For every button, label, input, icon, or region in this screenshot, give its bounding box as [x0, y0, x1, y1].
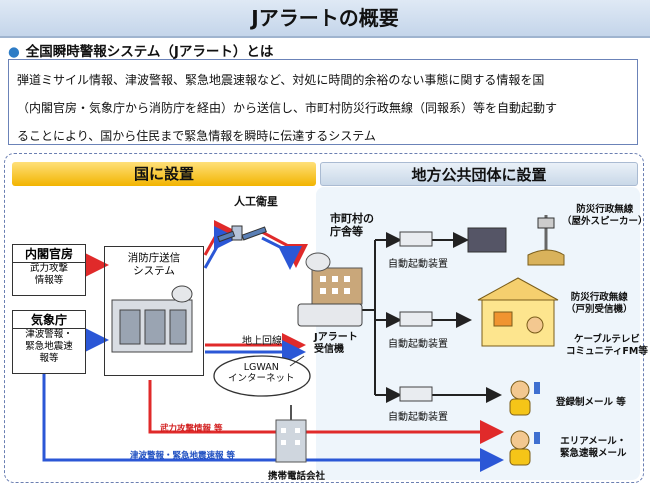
auto-start-label-2: 自動起動装置 — [388, 339, 448, 350]
city-hall-icon — [297, 252, 363, 327]
cabinet-secretariat-body: 武力攻撃 情報等 — [29, 263, 68, 286]
description-line-3: ることにより、国から住民まで緊急情報を瞬時に伝達するシステム — [17, 129, 376, 143]
cabinet-secretariat-box: 内閣官房 武力攻撃 情報等 — [12, 244, 86, 296]
person-phone-icons — [509, 380, 540, 466]
carrier-building-icon — [275, 405, 307, 463]
page-title: Jアラートの概要 — [0, 0, 650, 38]
local-band: 地方公共団体に設置 — [320, 162, 638, 186]
output-cable-tv: ケーブルテレビ コミュニティFM等 — [566, 334, 648, 357]
fdma-system-box: 消防庁送信 システム — [104, 246, 204, 376]
fdma-label: 消防庁送信 システム — [127, 252, 181, 277]
fdma-building-icon — [111, 285, 193, 353]
bullet-dot-icon: ● — [8, 44, 20, 60]
house-icon — [477, 277, 559, 347]
description-line-1: 弾道ミサイル情報、津波警報、緊急地震速報など、対処に時間的余裕のない事態に関する… — [17, 73, 545, 87]
outdoor-speaker-icon — [467, 215, 565, 266]
output-area-mail: エリアメール・ 緊急速報メール — [560, 436, 627, 459]
city-hall-label: 市町村の 庁舎等 — [330, 212, 374, 238]
description-line-2: （内閣官房・気象庁から消防庁を経由）から送信し、市町村防災行政無線（同報系）等を… — [17, 101, 558, 115]
auto-start-label-1: 自動起動装置 — [388, 259, 448, 270]
cabinet-secretariat-title: 内閣官房 — [13, 245, 85, 263]
auto-start-device-icons — [399, 231, 433, 402]
satellite-label: 人工衛星 — [234, 195, 278, 208]
description-box: 弾道ミサイル情報、津波警報、緊急地震速報など、対処に時間的余裕のない事態に関する… — [8, 59, 638, 145]
receiver-label: Jアラート 受信機 — [314, 332, 358, 355]
tsunami-line-label: 津波警報・緊急地震速報 等 — [130, 451, 235, 461]
lgwan-label: LGWAN インターネット — [228, 362, 295, 384]
armed-attack-line-label: 武力攻撃情報 等 — [160, 424, 223, 434]
output-outdoor-speaker: 防災行政無線 （屋外スピーカー） — [562, 204, 648, 227]
carrier-label: 携帯電話会社 — [268, 471, 326, 482]
section-heading-text: 全国瞬時警報システム（Jアラート）とは — [25, 44, 274, 60]
satellite-icon — [217, 225, 267, 243]
diagram-frame — [4, 153, 644, 483]
jma-title: 気象庁 — [13, 311, 85, 329]
section-heading: ● 全国瞬時警報システム（Jアラート）とは — [8, 40, 273, 60]
jma-box: 気象庁 津波警報・ 緊急地震速 報等 — [12, 310, 86, 374]
ground-line-label: 地上回線 — [242, 336, 282, 347]
output-indoor-receiver: 防災行政無線 （戸別受信機） — [566, 292, 633, 315]
national-band: 国に設置 — [12, 162, 316, 186]
auto-start-label-3: 自動起動装置 — [388, 412, 448, 423]
output-registered-mail: 登録制メール 等 — [556, 397, 626, 408]
jma-body: 津波警報・ 緊急地震速 報等 — [25, 329, 73, 364]
